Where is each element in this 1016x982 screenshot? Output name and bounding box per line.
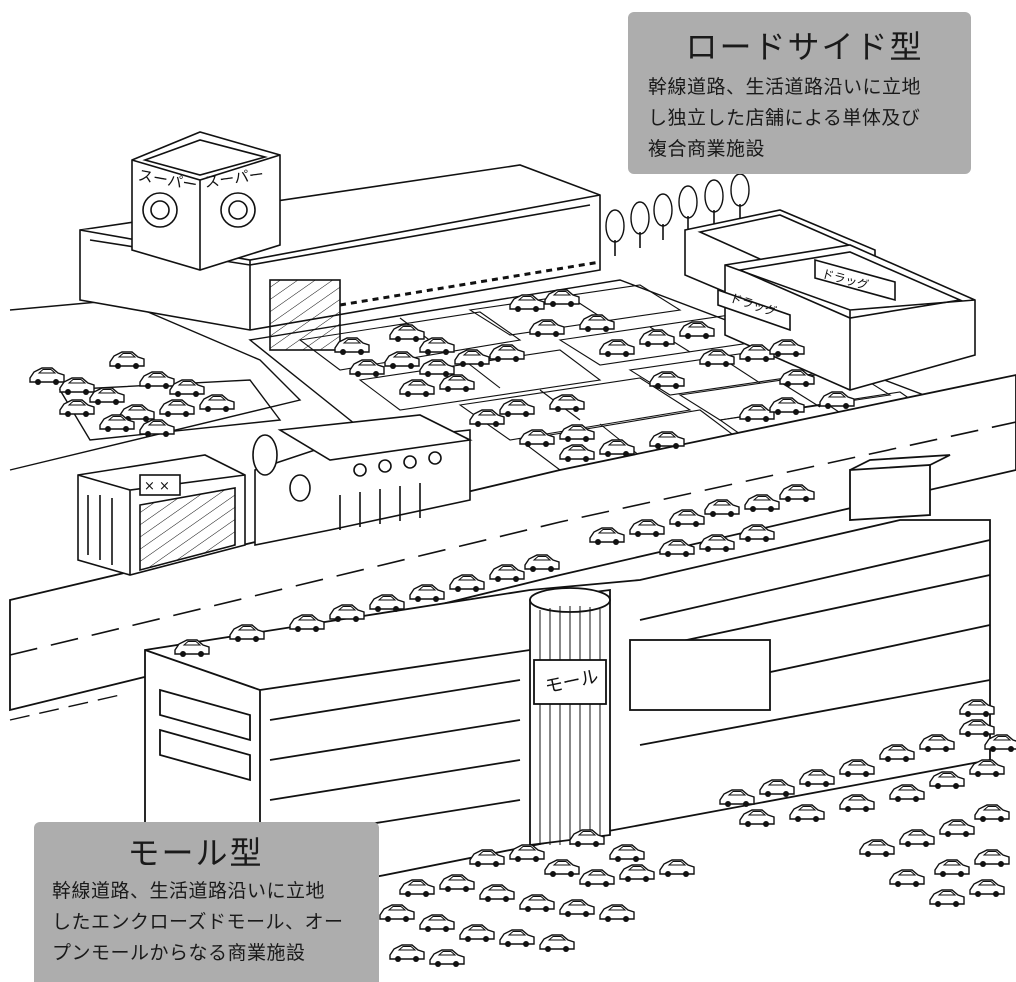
mall-desc-line: プンモールからなる商業施設: [52, 942, 306, 964]
roadside-desc-line: し独立した店舗による単体及び: [648, 107, 921, 129]
restaurant-building: [252, 414, 473, 546]
mall-type-callout: モール型 幹線道路、生活道路沿いに立地 したエンクローズドモール、オー プンモー…: [34, 822, 379, 982]
roadside-desc-line: 複合商業施設: [648, 138, 766, 160]
roadside-type-callout: ロードサイド型 幹線道路、生活道路沿いに立地 し独立した店舗による単体及び 複合…: [628, 12, 971, 174]
small-shop-sign: × ×: [144, 479, 170, 494]
small-shop-building: [77, 454, 246, 576]
road-icon: [9, 374, 1016, 721]
mall-type-title: モール型: [127, 834, 264, 872]
supermarket-building: [79, 131, 601, 351]
roadside-type-title: ロードサイド型: [685, 28, 924, 66]
roadside-type-desc: 幹線道路、生活道路沿いに立地 し独立した店舗による単体及び 複合商業施設: [648, 72, 961, 165]
roadside-desc-line: 幹線道路、生活道路沿いに立地: [648, 76, 922, 98]
mall-building: [144, 454, 991, 901]
mall-desc-line: したエンクローズドモール、オー: [52, 911, 344, 933]
mall-desc-line: 幹線道路、生活道路沿いに立地: [52, 880, 326, 902]
mall-type-desc: 幹線道路、生活道路沿いに立地 したエンクローズドモール、オー プンモールからなる…: [52, 876, 369, 969]
